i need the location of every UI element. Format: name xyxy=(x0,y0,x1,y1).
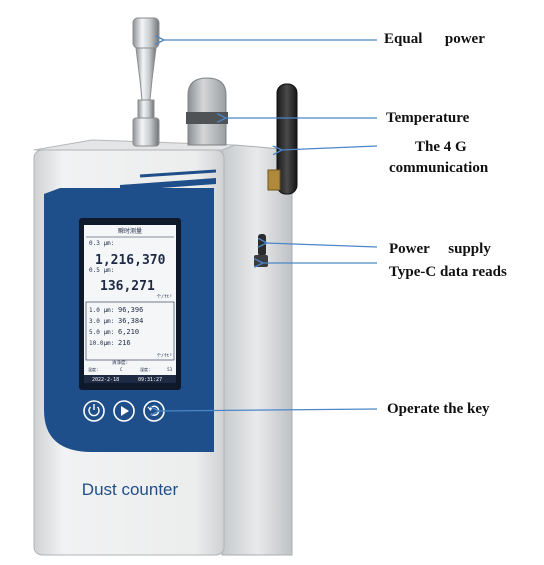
callout-arrows xyxy=(158,40,378,411)
lcd-ch2-value: 136,271 xyxy=(100,279,155,294)
panel-stripe xyxy=(120,178,216,191)
play-button[interactable] xyxy=(113,400,135,422)
lcd-row-label: 5.0 μm: xyxy=(89,329,114,336)
arrow-operate-key xyxy=(158,409,378,411)
lcd-unit: 个/ft³ xyxy=(157,294,173,300)
lcd-rows: 1.0 μm: 96,396 3.0 μm: 36,384 5.0 μm: 6,210 10… xyxy=(89,306,143,347)
label-typec: Type-C data reads xyxy=(389,264,507,280)
lcd-ch1-label: 0.3 μm: xyxy=(89,240,114,247)
label-4g-line1: The 4 G xyxy=(415,139,467,155)
lcd-ch1-value: 1,216,370 xyxy=(95,253,166,268)
label-operate-key: Operate the key xyxy=(387,401,490,417)
lcd-row-value: 96,396 xyxy=(118,306,143,314)
lcd-row-label: 10.0μm: xyxy=(89,340,114,347)
label-equal-power: Equal power xyxy=(384,31,485,47)
power-icon xyxy=(88,404,100,417)
lcd-unit2: 个/ft³ xyxy=(157,353,173,359)
lcd-time: 09:31:27 xyxy=(138,377,162,383)
lcd-row-value: 216 xyxy=(118,339,131,347)
label-power-supply: Power supply xyxy=(389,241,491,257)
arrow-power-supply xyxy=(266,243,378,248)
lcd-temp-label: 温度: xyxy=(88,366,98,372)
lcd-row-label: 1.0 μm: xyxy=(89,307,114,314)
lcd-date: 2022-2-18 xyxy=(92,377,119,383)
lcd-row-label: 3.0 μm: xyxy=(89,318,114,325)
lcd-row-value: 6,210 xyxy=(118,328,139,336)
device-label: Dust counter xyxy=(82,480,179,499)
label-temperature: Temperature xyxy=(386,110,470,126)
enclosure-side xyxy=(221,144,293,556)
sampling-nozzle xyxy=(132,17,160,147)
label-4g-line2: communication xyxy=(389,160,489,176)
power-button[interactable] xyxy=(83,400,105,422)
lcd-status: 清净度: xyxy=(112,359,128,366)
lcd-screen xyxy=(84,225,176,383)
lcd-humid-label: 湿度: xyxy=(140,366,150,372)
lcd-ch2-label: 0.5 μm: xyxy=(89,267,114,274)
lcd-temp-value: C xyxy=(120,367,123,372)
play-icon xyxy=(121,406,129,416)
lcd-humid-value: 53 xyxy=(167,367,172,372)
lcd-row-value: 36,384 xyxy=(118,317,143,325)
temperature-probe xyxy=(186,77,228,146)
lcd-title: 瞬时测量 xyxy=(118,227,142,235)
antenna xyxy=(267,83,298,195)
arrow-4g xyxy=(281,145,378,150)
